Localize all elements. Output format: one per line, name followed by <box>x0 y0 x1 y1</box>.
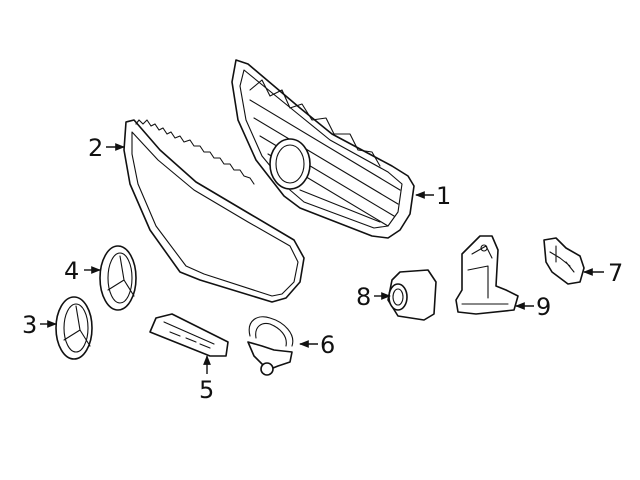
callout-1: 1 <box>436 182 451 210</box>
callout-2: 2 <box>88 134 103 162</box>
part-1-grille <box>231 59 415 239</box>
part-6-harness <box>247 316 294 376</box>
part-8-camera <box>387 269 437 321</box>
callout-3: 3 <box>22 311 37 339</box>
callout-6: 6 <box>320 331 335 359</box>
callout-7: 7 <box>608 259 623 287</box>
part-2-frame <box>123 119 305 303</box>
part-3-emblem <box>55 296 93 360</box>
part-7-bracket <box>543 237 585 285</box>
callout-9: 9 <box>536 293 551 321</box>
callout-4: 4 <box>64 257 79 285</box>
callout-5: 5 <box>199 376 214 404</box>
part-9-bracket <box>455 235 519 315</box>
part-4-emblem <box>99 245 137 311</box>
part-5-cover <box>149 313 229 357</box>
callout-8: 8 <box>356 283 371 311</box>
